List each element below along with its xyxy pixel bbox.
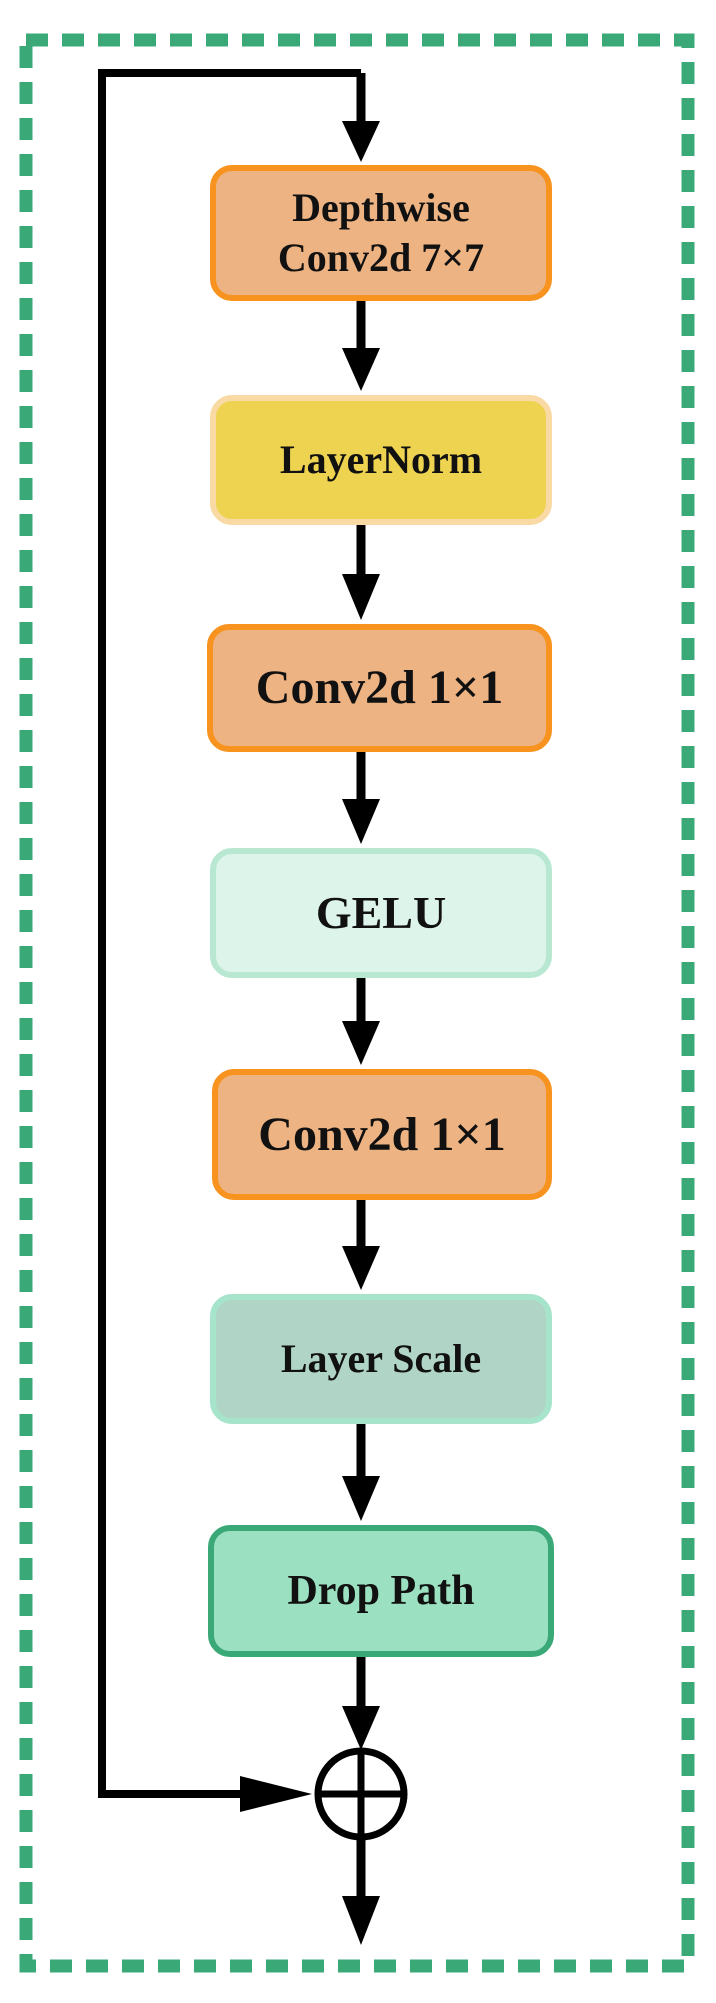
arrowhead-conv1-gelu bbox=[342, 799, 380, 844]
gelu-label: GELU bbox=[315, 887, 447, 939]
arrowhead-layerscale-droppath bbox=[342, 1476, 380, 1521]
arrowhead-depthwise-layernorm bbox=[342, 348, 380, 391]
arrowhead-layernorm-conv1 bbox=[342, 574, 380, 620]
layernorm-block: LayerNorm bbox=[210, 395, 552, 525]
arrowhead-droppath-add bbox=[342, 1706, 380, 1750]
arrowhead-gelu-conv2 bbox=[342, 1021, 380, 1065]
drop-path-label: Drop Path bbox=[287, 1567, 475, 1614]
conv1x1-block-second: Conv2d 1×1 bbox=[212, 1069, 552, 1200]
conv1x1-second-label: Conv2d 1×1 bbox=[258, 1107, 506, 1161]
depthwise-conv-block: Depthwise Conv2d 7×7 bbox=[210, 165, 552, 301]
layernorm-label: LayerNorm bbox=[279, 437, 483, 482]
skip-connection-line bbox=[98, 69, 361, 1798]
circled-plus-icon bbox=[314, 1747, 408, 1841]
drop-path-block: Drop Path bbox=[208, 1525, 554, 1657]
input-arrowhead bbox=[342, 121, 380, 162]
gelu-block: GELU bbox=[210, 848, 552, 978]
conv1x1-first-label: Conv2d 1×1 bbox=[255, 661, 504, 714]
depthwise-conv-label: Depthwise Conv2d 7×7 bbox=[277, 185, 485, 280]
arrowhead-conv2-layerscale bbox=[342, 1246, 380, 1290]
layer-scale-block: Layer Scale bbox=[210, 1294, 552, 1424]
dashed-frame bbox=[19, 33, 695, 1973]
layer-scale-label: Layer Scale bbox=[280, 1336, 482, 1381]
output-arrowhead bbox=[342, 1896, 380, 1945]
skip-connection-arrowhead bbox=[240, 1776, 312, 1812]
conv1x1-block-first: Conv2d 1×1 bbox=[207, 624, 552, 752]
